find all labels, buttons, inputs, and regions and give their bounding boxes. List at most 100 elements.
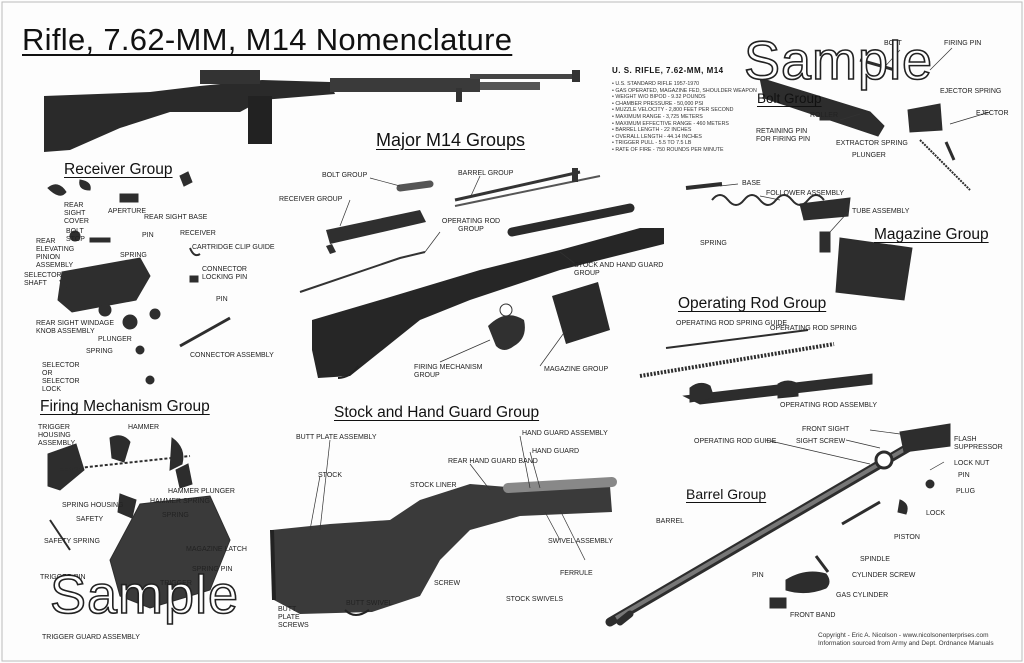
- operating-rod-group-drawing: [639, 329, 873, 405]
- label-flash-suppressor: FLASH SUPPRESSOR: [954, 436, 1003, 451]
- spec-line: • MUZZLE VELOCITY - 2,800 FEET PER SECON…: [612, 107, 734, 114]
- magazine-group-drawing: [685, 182, 913, 301]
- heading-major-groups: Major M14 Groups: [376, 130, 526, 150]
- spec-line: • BARREL LENGTH - 22 INCHES: [612, 127, 692, 134]
- spec-line: • MAXIMUM RANGE - 3,725 METERS: [612, 113, 703, 120]
- label-lock: LOCK: [926, 510, 946, 517]
- spec-line: • GAS OPERATED, MAGAZINE FED, SHOULDER W…: [612, 87, 757, 94]
- label-swivel-assembly: SWIVEL ASSEMBLY: [548, 538, 613, 545]
- label-spring-2: SPRING: [86, 348, 113, 355]
- label-extractor-spring: EXTRACTOR SPRING: [836, 140, 908, 147]
- label-cylinder-screw: CYLINDER SCREW: [852, 572, 916, 579]
- label-hammer-plunger: HAMMER PLUNGER: [168, 488, 235, 495]
- specs-heading: U. S. RIFLE, 7.62-MM, M14: [612, 66, 724, 75]
- label-connector-locking-pin: CONNECTOR LOCKING PIN: [202, 266, 248, 281]
- label-spring-pin: SPRING PIN: [192, 566, 233, 573]
- label-rear-sight-base: REAR SIGHT BASE: [144, 214, 208, 221]
- spec-line: • WEIGHT W/O BIPOD - 9.32 POUNDS: [612, 94, 706, 101]
- copyright-line: Copyright - Eric A. Nicolson - www.nicol…: [818, 632, 989, 639]
- heading-magazine-group: Magazine Group: [874, 226, 989, 243]
- label-stock-swivels: STOCK SWIVELS: [506, 596, 564, 603]
- label-follower-assembly: FOLLOWER ASSEMBLY: [766, 190, 845, 197]
- label-stock: STOCK: [318, 472, 342, 479]
- label-rear-hand-guard-band: REAR HAND GUARD BAND: [448, 458, 538, 465]
- spec-line: • U.S. STANDARD RIFLE 1957-1970: [612, 81, 700, 87]
- spec-line: • CHAMBER PRESSURE - 50,000 PSI: [612, 100, 704, 107]
- heading-firing-mechanism-group: Firing Mechanism Group: [40, 398, 210, 415]
- label-safety-spring: SAFETY SPRING: [44, 538, 100, 545]
- specifications-block: U. S. RIFLE, 7.62-MM, M14 • U.S. STANDAR…: [612, 66, 762, 154]
- label-screw: SCREW: [434, 580, 461, 587]
- receiver-group-drawing: [47, 171, 231, 385]
- copyright-note: Copyright - Eric A. Nicolson - www.nicol…: [818, 632, 994, 647]
- label-safety: SAFETY: [76, 516, 104, 523]
- label-plunger: PLUNGER: [98, 336, 132, 343]
- label-magazine-base: BASE: [742, 180, 761, 187]
- leader-lines: [309, 47, 991, 561]
- label-bolt-stop: BOLT STOP: [66, 228, 85, 243]
- label-sight-screw: SIGHT SCREW: [796, 438, 846, 445]
- label-operating-rod-guide: OPERATING ROD GUIDE: [694, 438, 777, 445]
- label-ejector: EJECTOR: [976, 110, 1009, 117]
- label-cartridge-clip-guide: CARTRIDGE CLIP GUIDE: [192, 244, 275, 251]
- heading-bolt-group: Bolt Group: [757, 91, 822, 106]
- bolt-group-drawing: [759, 58, 971, 191]
- heading-operating-rod-group: Operating Rod Group: [678, 295, 827, 312]
- heading-receiver-group: Receiver Group: [64, 161, 173, 178]
- label-stock-liner: STOCK LINER: [410, 482, 457, 489]
- label-trigger-housing: TRIGGER HOUSING ASSEMBLY: [38, 424, 76, 447]
- copyright-line: Information sourced from Army and Dept. …: [818, 639, 994, 647]
- label-bolt: BOLT: [884, 40, 902, 47]
- label-trigger-pin: TRIGGER PIN: [40, 574, 86, 581]
- spec-line: • TRIGGER PULL - 5.5 TO 7.5 LB: [612, 140, 692, 147]
- label-tube-assembly: TUBE ASSEMBLY: [852, 208, 910, 215]
- label-major-barrel: BARREL GROUP: [458, 170, 514, 177]
- label-piston: PISTON: [894, 534, 920, 541]
- sample-watermark-top: Sample: [743, 31, 934, 91]
- label-retaining-pin: RETAINING PIN FOR FIRING PIN: [756, 128, 811, 143]
- label-hand-guard-assembly: HAND GUARD ASSEMBLY: [522, 430, 608, 437]
- label-plug: PLUG: [956, 488, 976, 495]
- label-spring: SPRING: [120, 252, 147, 259]
- main-rifle-drawing: [44, 70, 580, 152]
- label-spindle: SPINDLE: [860, 556, 890, 563]
- label-rear-elevating-pinion: REAR ELEVATING PINION ASSEMBLY: [36, 238, 75, 269]
- label-rear-sight-cover: REAR SIGHT COVER: [64, 202, 89, 225]
- label-trigger: TRIGGER: [160, 580, 192, 587]
- spec-line: • RATE OF FIRE - 750 ROUNDS PER MINUTE: [612, 146, 724, 153]
- spec-line: • MAXIMUM EFFECTIVE RANGE - 460 METERS: [612, 120, 729, 127]
- firing-mechanism-drawing: [47, 435, 231, 609]
- major-groups-drawing: [299, 168, 664, 379]
- label-selector-shaft: SELECTOR SHAFT: [24, 272, 62, 287]
- barrel-group-drawing: [605, 423, 951, 627]
- label-ejector-spring: EJECTOR SPRING: [940, 88, 1002, 95]
- label-op-rod-spring-guide: OPERATING ROD SPRING GUIDE: [676, 320, 788, 327]
- label-major-operating-rod: OPERATING ROD GROUP: [441, 218, 501, 233]
- label-major-firing: FIRING MECHANISM GROUP: [414, 364, 483, 379]
- label-front-band: FRONT BAND: [790, 612, 836, 619]
- label-major-receiver: RECEIVER GROUP: [279, 196, 343, 203]
- label-roller: ROLLER: [810, 112, 839, 119]
- label-firing-pin: FIRING PIN: [944, 40, 982, 47]
- label-firing-spring: SPRING: [162, 512, 189, 519]
- label-pin: PIN: [142, 232, 154, 239]
- label-aperture: APERTURE: [108, 208, 146, 215]
- label-op-rod-assembly: OPERATING ROD ASSEMBLY: [780, 402, 877, 409]
- label-barrel-pin: PIN: [958, 472, 970, 479]
- label-butt-swivel: BUTT SWIVEL: [346, 600, 393, 607]
- page-title: Rifle, 7.62-MM, M14 Nomenclature: [22, 22, 513, 57]
- label-rear-sight-windage-knob: REAR SIGHT WINDAGE KNOB ASSEMBLY: [36, 320, 115, 335]
- label-ferrule: FERRULE: [560, 570, 593, 577]
- heading-barrel-group: Barrel Group: [686, 486, 767, 502]
- label-hammer: HAMMER: [128, 424, 160, 431]
- label-major-stock: STOCK AND HAND GUARD GROUP: [574, 262, 664, 277]
- label-bolt-plunger: PLUNGER: [852, 152, 886, 159]
- label-hammer-spring: HAMMER SPRING: [150, 498, 210, 505]
- spec-line: • OVERALL LENGTH - 44.14 INCHES: [612, 133, 702, 140]
- label-barrel-pin-2: PIN: [752, 572, 764, 579]
- label-major-magazine: MAGAZINE GROUP: [544, 366, 609, 373]
- label-gas-cylinder: GAS CYLINDER: [836, 592, 889, 599]
- label-lock-nut: LOCK NUT: [954, 460, 990, 467]
